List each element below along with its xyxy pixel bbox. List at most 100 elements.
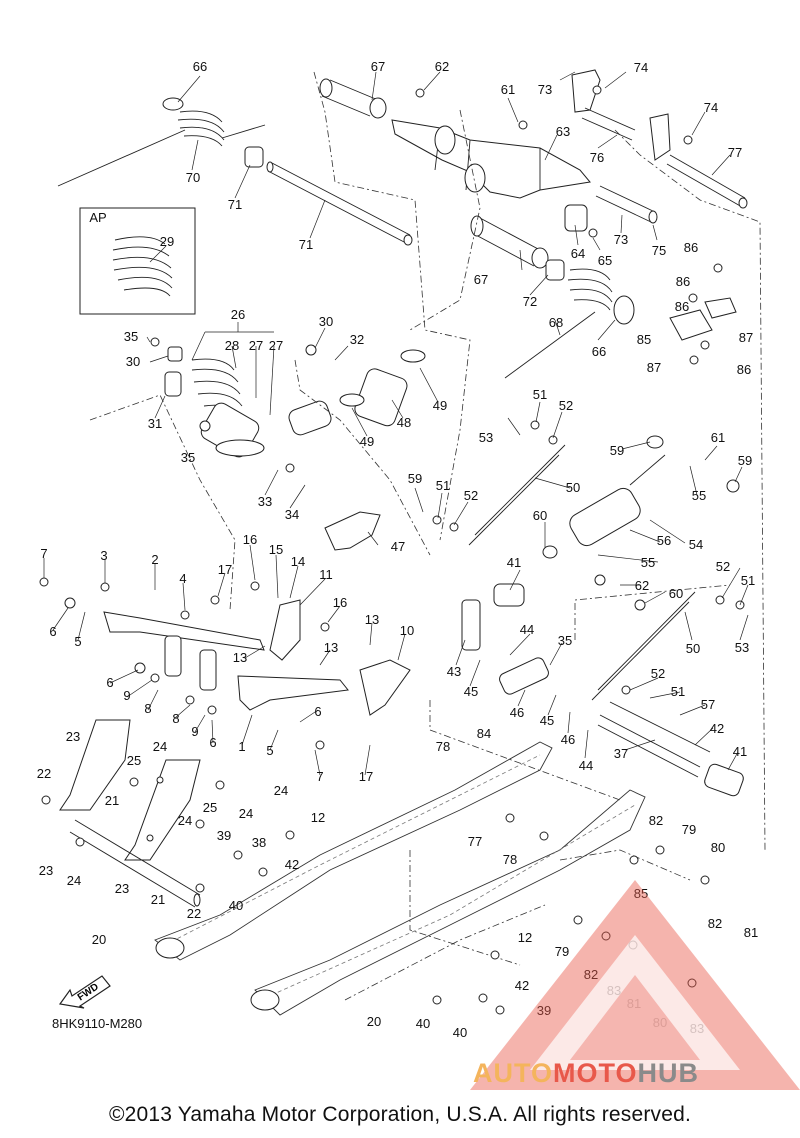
label-52: 52: [559, 398, 573, 413]
label-47: 47: [391, 539, 405, 554]
label-40b: 40: [416, 1016, 430, 1031]
label-38b: 39: [537, 1003, 551, 1018]
label-15: 15: [269, 542, 283, 557]
label-18: 21: [151, 892, 165, 907]
watermark-text: AUTOMOTOHUB: [473, 1058, 699, 1089]
label-39b: 40: [453, 1025, 467, 1040]
bracket-84: [669, 297, 737, 341]
label-46b: 46: [510, 705, 524, 720]
label-62: 62: [435, 59, 449, 74]
link-50-lower: [591, 591, 696, 701]
label-21b: 22: [187, 906, 201, 921]
label-52d: 52: [651, 666, 665, 681]
label-52b: 52: [464, 488, 478, 503]
label-17b: 17: [359, 769, 373, 784]
label-5: 5: [74, 634, 81, 649]
label-82: 82: [649, 813, 663, 828]
label-21: 22: [37, 766, 51, 781]
label-4: 4: [179, 571, 186, 586]
label-25: 25: [127, 753, 141, 768]
bracket-75: [571, 69, 748, 209]
label-81: 81: [744, 925, 758, 940]
tube-67-upper: [319, 78, 387, 119]
inset-box: [79, 207, 196, 315]
label-75: 76: [590, 150, 604, 165]
label-6b: 6: [106, 675, 113, 690]
label-79: 79: [682, 822, 696, 837]
watermark-logo-icon: [470, 880, 800, 1090]
label-60: 61: [711, 430, 725, 445]
rear-shock-54: [542, 435, 666, 559]
label-46: 45: [464, 684, 478, 699]
label-82b: 82: [708, 916, 722, 931]
label-64: 64: [571, 246, 585, 261]
label-12b: 12: [518, 930, 532, 945]
label-84: 85: [637, 332, 651, 347]
label-41: 41: [507, 555, 521, 570]
label-27b: 27: [269, 338, 283, 353]
label-51: 51: [533, 387, 547, 402]
label-50: 50: [566, 480, 580, 495]
label-8b: 8: [172, 711, 179, 726]
label-20: 20: [92, 932, 106, 947]
label-54: 54: [689, 537, 703, 552]
label-86c: 87: [739, 330, 753, 345]
lower-arm-22: [59, 719, 201, 908]
label-38: 38: [252, 835, 266, 850]
label-86d: 87: [647, 360, 661, 375]
label-26: 26: [231, 307, 245, 322]
part-labels: 66 70 71 71 67 62 61 63 73 74 74 76 77 7…: [37, 59, 758, 1040]
label-6d: 6: [314, 704, 321, 719]
label-10: 10: [400, 623, 414, 638]
label-29: 29: [160, 234, 174, 249]
label-74: 74: [634, 60, 648, 75]
label-22b: 23: [115, 881, 129, 896]
front-arm-63: [391, 119, 598, 238]
label-35b: 35: [181, 450, 195, 465]
shaft-70: [266, 161, 413, 246]
front-swing-arm: [103, 599, 411, 716]
label-48: 48: [397, 415, 411, 430]
label-25b: 25: [203, 800, 217, 815]
label-42: 42: [285, 857, 299, 872]
label-14: 14: [291, 554, 305, 569]
label-86: 86: [684, 240, 698, 255]
label-71b: 72: [523, 294, 537, 309]
label-59b: 59: [738, 453, 752, 468]
label-61: 61: [501, 82, 515, 97]
label-9b: 9: [191, 724, 198, 739]
label-24d: 24: [67, 873, 81, 888]
label-85b: 86: [737, 362, 751, 377]
label-45b: 45: [540, 713, 554, 728]
label-78: 78: [436, 739, 450, 754]
shaft-37: [597, 701, 744, 797]
label-73: 73: [538, 82, 552, 97]
label-55: 55: [692, 488, 706, 503]
label-6: 6: [49, 624, 56, 639]
label-39: 39: [217, 828, 231, 843]
label-31: 31: [148, 416, 162, 431]
label-59: 59: [610, 443, 624, 458]
label-23: 24: [274, 783, 288, 798]
label-40: 40: [229, 898, 243, 913]
label-78b: 79: [555, 944, 569, 959]
label-63: 63: [556, 124, 570, 139]
label-23b: 23: [39, 863, 53, 878]
diagram-code: 8HK9110-M280: [52, 1016, 143, 1031]
label-44b: 43: [447, 664, 461, 679]
label-65: 65: [598, 253, 612, 268]
watermark-moto: MOTO: [553, 1058, 638, 1088]
slide-rail-right: [250, 789, 646, 1016]
torsion-spring-66: [504, 268, 635, 379]
label-46c: 46: [561, 732, 575, 747]
forward-arrow-icon: FWD: [58, 975, 111, 1009]
label-73b: 74: [704, 100, 718, 115]
label-1: 1: [238, 739, 245, 754]
label-72: 73: [614, 232, 628, 247]
label-43: 42: [710, 721, 724, 736]
label-32: 32: [350, 332, 364, 347]
label-76: 77: [728, 145, 742, 160]
label-16: 16: [243, 532, 257, 547]
assembly-lines: [89, 71, 766, 1001]
